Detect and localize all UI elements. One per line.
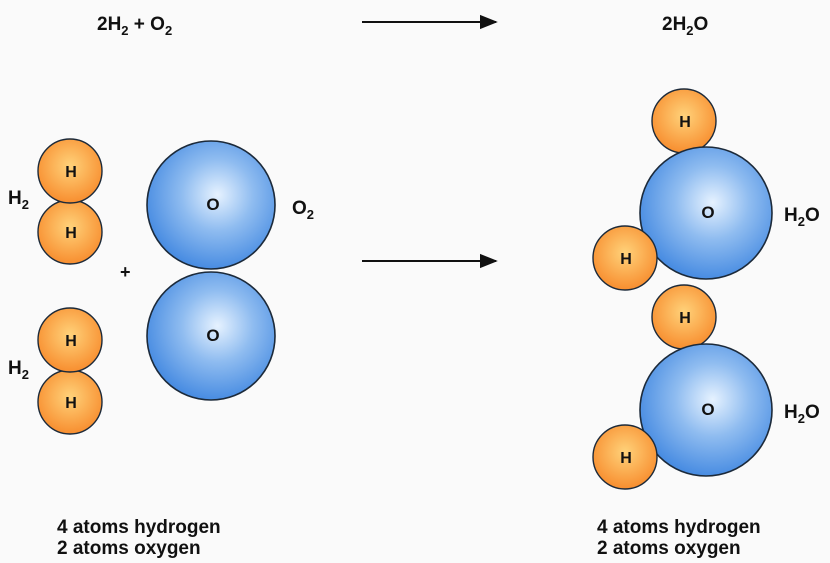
product-oxygen-count: 2 atoms oxygen (597, 538, 741, 559)
product-water-molecule-bottom: H O H (592, 284, 773, 490)
product-hydrogen-count: 4 atoms hydrogen (597, 517, 761, 538)
o2-label: O2 (292, 198, 315, 222)
hydrogen-symbol: H (679, 114, 691, 131)
reactant-oxygen-count: 2 atoms oxygen (57, 538, 201, 559)
hydrogen-atom (37, 138, 103, 204)
hydrogen-symbol: H (620, 251, 632, 268)
h2-label-top: H2 (8, 188, 29, 212)
product-equation: 2H2O (662, 14, 709, 38)
hydrogen-symbol: H (620, 450, 632, 467)
hydrogen-atom (37, 307, 103, 373)
h2o-label-bottom: H2O (784, 402, 820, 426)
oxygen-atom (146, 271, 276, 401)
plus-sign: + (120, 262, 131, 282)
hydrogen-symbol: H (65, 333, 77, 350)
reactant-o2-molecule: O O (146, 140, 276, 401)
reactant-h2-molecule-top: H H (37, 138, 103, 265)
reactant-hydrogen-count: 4 atoms hydrogen (57, 517, 221, 538)
hydrogen-symbol: H (679, 310, 691, 327)
oxygen-atom (639, 146, 773, 280)
oxygen-atom (639, 343, 773, 477)
reactant-h2-molecule-bottom: H H (37, 307, 103, 435)
product-atom-summary: 4 atoms hydrogen 2 atoms oxygen (597, 517, 761, 559)
h2o-label-top: H2O (784, 205, 820, 229)
hydrogen-symbol: H (65, 395, 77, 412)
oxygen-atom (146, 140, 276, 270)
product-water-molecule-top: H O H (592, 88, 773, 291)
oxygen-symbol: O (701, 203, 714, 222)
oxygen-symbol: O (701, 400, 714, 419)
h2-label-bottom: H2 (8, 358, 29, 382)
reactant-equation: 2H2 + O2 (97, 14, 173, 38)
hydrogen-symbol: H (65, 164, 77, 181)
oxygen-symbol: O (206, 326, 219, 345)
hydrogen-atom (592, 424, 658, 490)
hydrogen-symbol: H (65, 225, 77, 242)
hydrogen-atom (592, 225, 658, 291)
oxygen-symbol: O (206, 195, 219, 214)
reactant-atom-summary: 4 atoms hydrogen 2 atoms oxygen (57, 517, 221, 559)
